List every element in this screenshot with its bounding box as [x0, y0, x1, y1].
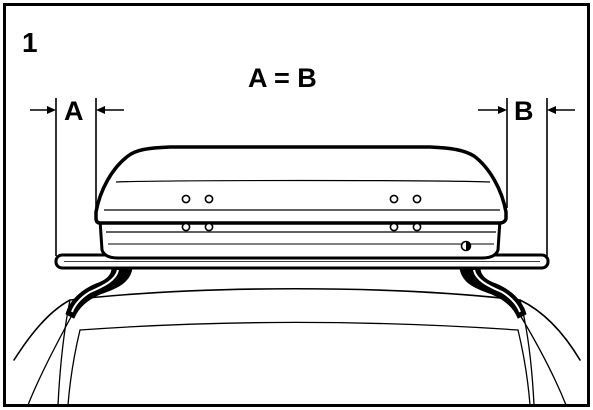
- left-rack-foot: [65, 267, 133, 319]
- roof-box: [94, 145, 508, 260]
- equation-label: A = B: [248, 63, 317, 93]
- right-rack-foot: [459, 267, 527, 319]
- dimension-b-label: B: [514, 96, 534, 126]
- dimension-b: [478, 98, 575, 256]
- roof-box-base: [98, 218, 502, 260]
- dimension-a-label: A: [64, 96, 84, 126]
- lock-icon: [460, 240, 472, 252]
- step-number: 1: [22, 27, 38, 58]
- dimension-a: [30, 98, 124, 256]
- car-roof: [13, 287, 581, 406]
- roof-box-lid: [94, 145, 508, 225]
- roof-box-rivets: [181, 194, 422, 232]
